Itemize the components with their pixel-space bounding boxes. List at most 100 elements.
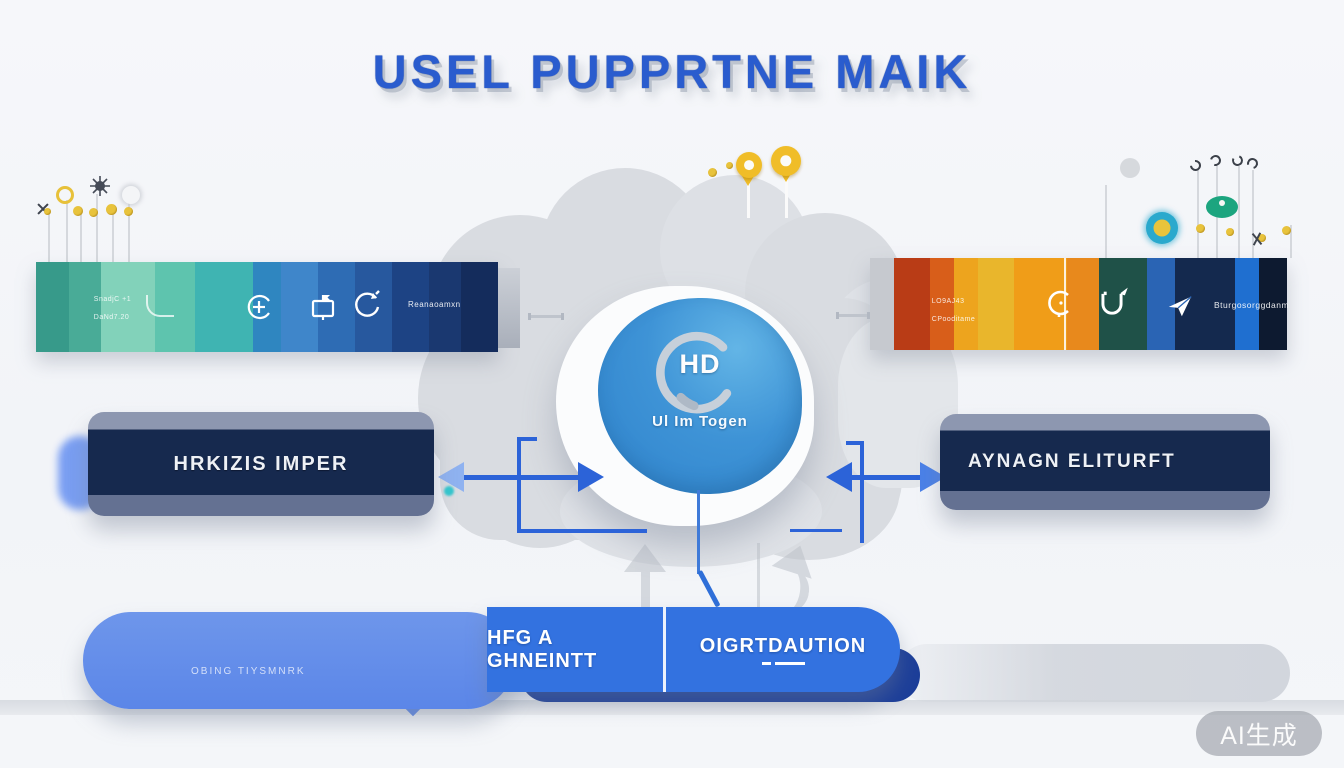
arrowhead-left-icon xyxy=(826,462,852,492)
curl-icon xyxy=(1230,153,1245,168)
yellow-dot xyxy=(73,206,83,216)
yellow-dot xyxy=(1226,228,1234,236)
bar-segment xyxy=(978,258,1015,350)
teal-sun-icon xyxy=(1146,212,1178,244)
bar-tiny-text: SnadjC +1 DaNd7.20 xyxy=(84,286,131,331)
dark-sun-icon xyxy=(90,176,110,196)
decor-stem xyxy=(1238,166,1240,258)
bar-segment xyxy=(318,262,355,352)
bracket-vertical-left xyxy=(517,437,521,533)
decor-stem xyxy=(96,194,98,262)
yellow-dot xyxy=(708,168,717,177)
bottom-pill-left: OBING TIYSMNRK xyxy=(83,612,515,709)
label-box-right: AYNAGN ELITURFT xyxy=(940,414,1270,510)
ghost-curved-arrow xyxy=(745,539,835,621)
bracket-hook-top xyxy=(846,441,864,445)
curl-icon xyxy=(1187,157,1204,174)
curve-line-icon xyxy=(146,295,174,317)
page-title: USEL PUPPRTNE MAIK xyxy=(372,45,972,98)
tiny-text-line: DaNd7.20 xyxy=(93,314,130,321)
white-flower-icon xyxy=(122,186,140,204)
arrow-shaft-right xyxy=(842,475,926,480)
pill-cta-text: OIGRTDAUTION xyxy=(699,634,867,657)
yellow-dot xyxy=(1282,226,1291,235)
pill-divider xyxy=(663,607,666,692)
pin-stem xyxy=(747,174,750,218)
clock-plus-icon xyxy=(244,292,274,322)
bar-caption: Bturgosorggdanm xyxy=(1214,300,1290,310)
map-pin-icon xyxy=(771,146,801,176)
bar-divider xyxy=(1064,258,1066,350)
underline-dashes xyxy=(761,661,805,665)
box-label: AYNAGN ELITURFT xyxy=(968,451,1176,472)
decor-pins-top xyxy=(700,140,830,225)
map-pin-tail xyxy=(780,172,792,182)
process-bar-right xyxy=(870,258,1287,350)
yellow-dot xyxy=(44,208,51,215)
yellow-dot xyxy=(1196,224,1205,233)
ai-watermark-badge: AI生成 xyxy=(1196,711,1322,756)
decor-stem xyxy=(48,210,50,262)
decor-cluster-left xyxy=(30,170,180,265)
curl-icon xyxy=(1207,152,1224,169)
center-node-label: Ul Im Togen xyxy=(652,413,748,430)
bar-segment xyxy=(461,262,498,352)
bar-segment xyxy=(1234,258,1259,350)
twig-icon xyxy=(1250,232,1264,246)
bar-caption: Reanaoamxn xyxy=(408,300,461,309)
decor-stem xyxy=(66,200,68,262)
yellow-dot xyxy=(124,207,133,216)
bar-segment xyxy=(1258,258,1287,350)
decor-stem xyxy=(80,212,82,262)
yellow-dot xyxy=(106,204,117,215)
process-bar-left xyxy=(36,262,498,352)
bar-segment xyxy=(101,262,155,352)
open-clock-icon xyxy=(1044,288,1074,318)
bar-segment xyxy=(354,262,392,352)
yellow-dot xyxy=(89,208,98,217)
bar-segment xyxy=(930,258,955,350)
bar-segment xyxy=(195,262,253,352)
decor-stem xyxy=(112,210,114,262)
pin-stem xyxy=(785,170,788,218)
map-pin-tail xyxy=(742,176,754,186)
cup-icon xyxy=(1095,286,1129,320)
flag-box-icon xyxy=(308,292,338,322)
green-oval-icon xyxy=(1206,196,1238,218)
decor-stem xyxy=(128,202,130,262)
decor-stem xyxy=(1290,225,1292,258)
bar-segment xyxy=(1146,258,1175,350)
connector-line xyxy=(528,313,564,320)
bar-segment xyxy=(870,258,895,350)
watermark-text: AI生成 xyxy=(1220,721,1298,750)
bar-segment xyxy=(1014,258,1067,350)
hd-badge-text: HD xyxy=(679,348,721,379)
bracket-hook-bottom xyxy=(790,529,842,532)
bar-segment xyxy=(391,262,429,352)
bracket-vertical-right xyxy=(860,441,864,543)
decor-cluster-right xyxy=(1100,150,1310,260)
bar-3d-edge xyxy=(498,268,520,348)
cyan-dot xyxy=(444,486,454,496)
bar-segment xyxy=(428,262,462,352)
connector-down-line xyxy=(697,490,700,574)
tiny-text-line: CPooditame xyxy=(931,316,976,323)
pill-segment-label: HFG A GHNEINTT xyxy=(487,626,598,672)
decor-stem xyxy=(1105,185,1107,258)
bar-segment xyxy=(1098,258,1147,350)
yellow-dot xyxy=(726,162,733,169)
pill-cta-label: OIGRTDAUTION xyxy=(666,607,900,692)
center-node-circle xyxy=(598,298,802,494)
decor-stem xyxy=(1197,170,1199,258)
connector-line xyxy=(836,312,870,319)
connector-diagonal-line xyxy=(697,569,721,608)
bottom-pill-main: HFG A GHNEINTT OIGRTDAUTION xyxy=(487,607,900,692)
arrowhead-right-icon xyxy=(578,462,604,492)
decor-stem xyxy=(1252,170,1254,258)
bar-tiny-text: LO9AJ43 CPooditame xyxy=(922,288,975,333)
bracket-hook-top xyxy=(517,437,537,441)
bar-segment xyxy=(36,262,69,352)
bottom-gray-bar xyxy=(898,644,1290,702)
bracket-hook-bottom xyxy=(517,529,647,533)
